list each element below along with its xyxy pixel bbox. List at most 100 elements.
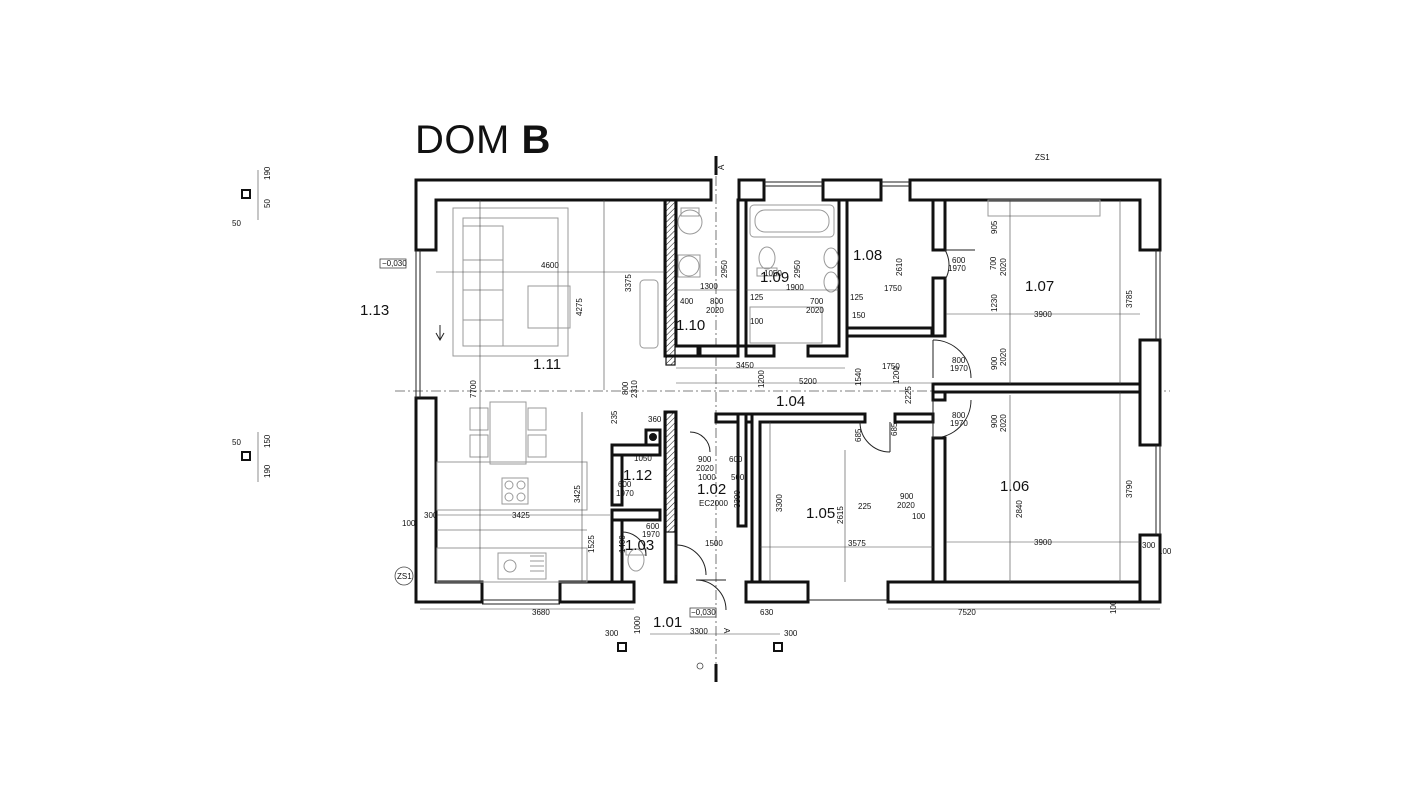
dim: 3785 [1125,290,1134,308]
section-label-bottom: A [722,628,731,634]
dimension-lines [420,200,1160,635]
zs1-label-top: ZS1 [1035,153,1050,162]
interior-walls [610,198,1142,584]
dim: 1500 [705,539,723,548]
dim: 100 [912,512,926,521]
dim: 1750 [884,284,902,293]
dim: 900 [990,356,999,370]
dim: 1300 [700,282,718,291]
dim: 600 [952,256,966,265]
room-labels: 1.01 1.02 1.03 1.04 1.05 1.06 1.07 1.08 … [360,247,1054,631]
dim: 360 [648,415,662,424]
dim: 1400 [618,535,627,553]
dim: 7520 [958,608,976,617]
dim: 100 [1109,600,1118,614]
dim: 700 [989,256,998,270]
dim: 800 [952,356,966,365]
dim: 800 [621,381,630,395]
dim: 1970 [948,264,966,273]
room-1-13: 1.13 [360,302,389,319]
drawing-title: DOM B [415,118,551,163]
dim: 2020 [999,414,1008,432]
dim: 1900 [786,283,804,292]
ec-label: EC2000 [699,499,728,508]
dim: 50 [232,438,241,447]
room-1-09: 1.09 [760,269,789,286]
room-1-07: 1.07 [1025,278,1054,295]
dim: 3575 [848,539,866,548]
title-prefix: DOM [415,118,510,162]
dim: 3375 [624,274,633,292]
dim: 4275 [575,298,584,316]
dim: 1000 [633,616,642,634]
dim: 3300 [690,627,708,636]
title-suffix: B [521,118,551,162]
dim: 800 [710,297,724,306]
dim: 800 [952,411,966,420]
dim: 3300 [733,490,742,508]
dim: 1230 [990,294,999,312]
dim: 1000 [698,473,716,482]
dim: 900 [900,492,914,501]
dim: 7700 [469,380,478,398]
room-1-04: 1.04 [776,393,805,410]
dim: 2615 [836,506,845,524]
dim: 2020 [897,501,915,510]
dim: 125 [850,293,864,302]
room-1-12: 1.12 [623,467,652,484]
dim: 300 [424,511,438,520]
room-1-11: 1.11 [533,356,561,373]
room-1-05: 1.05 [806,505,835,522]
dim: 3900 [1034,538,1052,547]
room-1-10: 1.10 [676,317,705,334]
dim: 1970 [616,489,634,498]
dim: 2020 [999,348,1008,366]
dim: 300 [784,629,798,638]
dim: 3900 [1034,310,1052,319]
dim: 3425 [573,485,582,503]
dim: 50 [263,199,272,208]
dim: 150 [852,311,866,320]
dim: 190 [263,166,272,180]
room-1-01: 1.01 [653,614,682,631]
zs1-label-circle: ZS1 [397,572,412,581]
dim: 300 [605,629,619,638]
dim: 600 [646,522,660,531]
dim: 3680 [532,608,550,617]
dim: 150 [263,434,272,448]
dim: 2020 [706,306,724,315]
dim: 1050 [764,269,782,278]
dim: 100 [402,519,416,528]
door-swings [435,249,975,611]
dimension-texts: 4600 3375 4275 7700 3425 3425 800 2310 1… [232,166,1172,638]
dim: 2610 [895,258,904,276]
dim: 190 [263,464,272,478]
dim: 1525 [587,535,596,553]
dim: 630 [760,608,774,617]
section-label-top: A [717,164,726,170]
dim: 2840 [1015,500,1024,518]
dim: 3300 [775,494,784,512]
room-1-03: 1.03 [625,537,654,554]
dim: 1200 [892,366,901,384]
dim: 1970 [642,530,660,539]
level-bottom: −0,030 [691,608,716,617]
dim: 100 [1158,547,1172,556]
windows [415,181,1161,605]
dim: 2950 [720,260,729,278]
dim: 600 [618,480,632,489]
dim: 3450 [736,361,754,370]
dim: 1200 [757,370,766,388]
dim: 2020 [999,258,1008,276]
dim: 1050 [634,454,652,463]
dim: 1970 [950,419,968,428]
dim: 600 [729,455,743,464]
dim: 900 [698,455,712,464]
dim: 50 [232,219,241,228]
dim: 1540 [854,368,863,386]
furniture [436,199,1101,583]
dim: 1970 [950,364,968,373]
room-1-08: 1.08 [853,247,882,264]
dim: 2310 [630,380,639,398]
